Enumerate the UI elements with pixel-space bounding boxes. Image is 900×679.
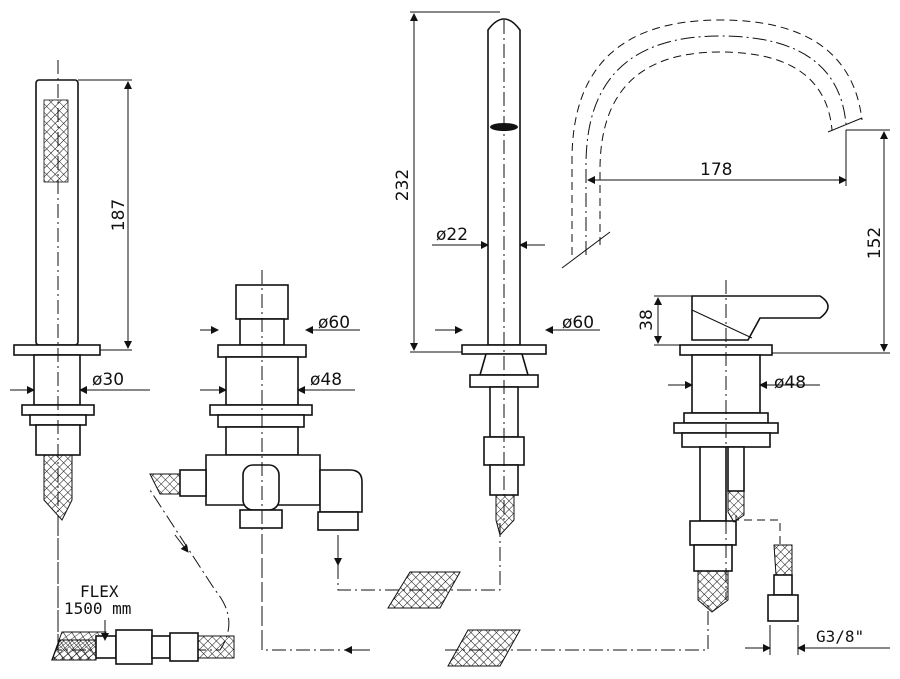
diverter-flange-diameter-label: ø60 xyxy=(318,313,350,333)
hand-shower-height-label: 187 xyxy=(109,199,129,231)
spray-holes xyxy=(43,99,69,183)
flex-length-label: 1500 mm xyxy=(64,599,131,618)
diverter xyxy=(149,270,501,640)
hose-hatch-upper xyxy=(387,571,461,609)
spout-diameter-label: ø22 xyxy=(436,225,468,245)
spout xyxy=(410,11,600,537)
hand-shower-base-diameter-label: ø30 xyxy=(92,370,124,390)
diverter-body-diameter-label: ø48 xyxy=(310,370,342,390)
spout-flange-diameter-label: ø60 xyxy=(562,313,594,333)
spout-reach-label: 178 xyxy=(700,160,732,180)
flex-label: FLEX xyxy=(80,582,119,601)
mixer xyxy=(654,280,890,655)
hand-shower-hose xyxy=(51,489,235,665)
alternative-spout-outline xyxy=(561,19,890,354)
hand-shower xyxy=(10,60,150,640)
spout-outlet-height-label: 152 xyxy=(865,227,885,259)
spout-height-label: 232 xyxy=(393,169,413,201)
hose-hatch-lower xyxy=(447,629,521,667)
mixer-body-diameter-label: ø48 xyxy=(774,373,806,393)
mixer-lever-height-label: 38 xyxy=(637,309,657,331)
connection-thread-label: G3/8" xyxy=(816,627,864,646)
